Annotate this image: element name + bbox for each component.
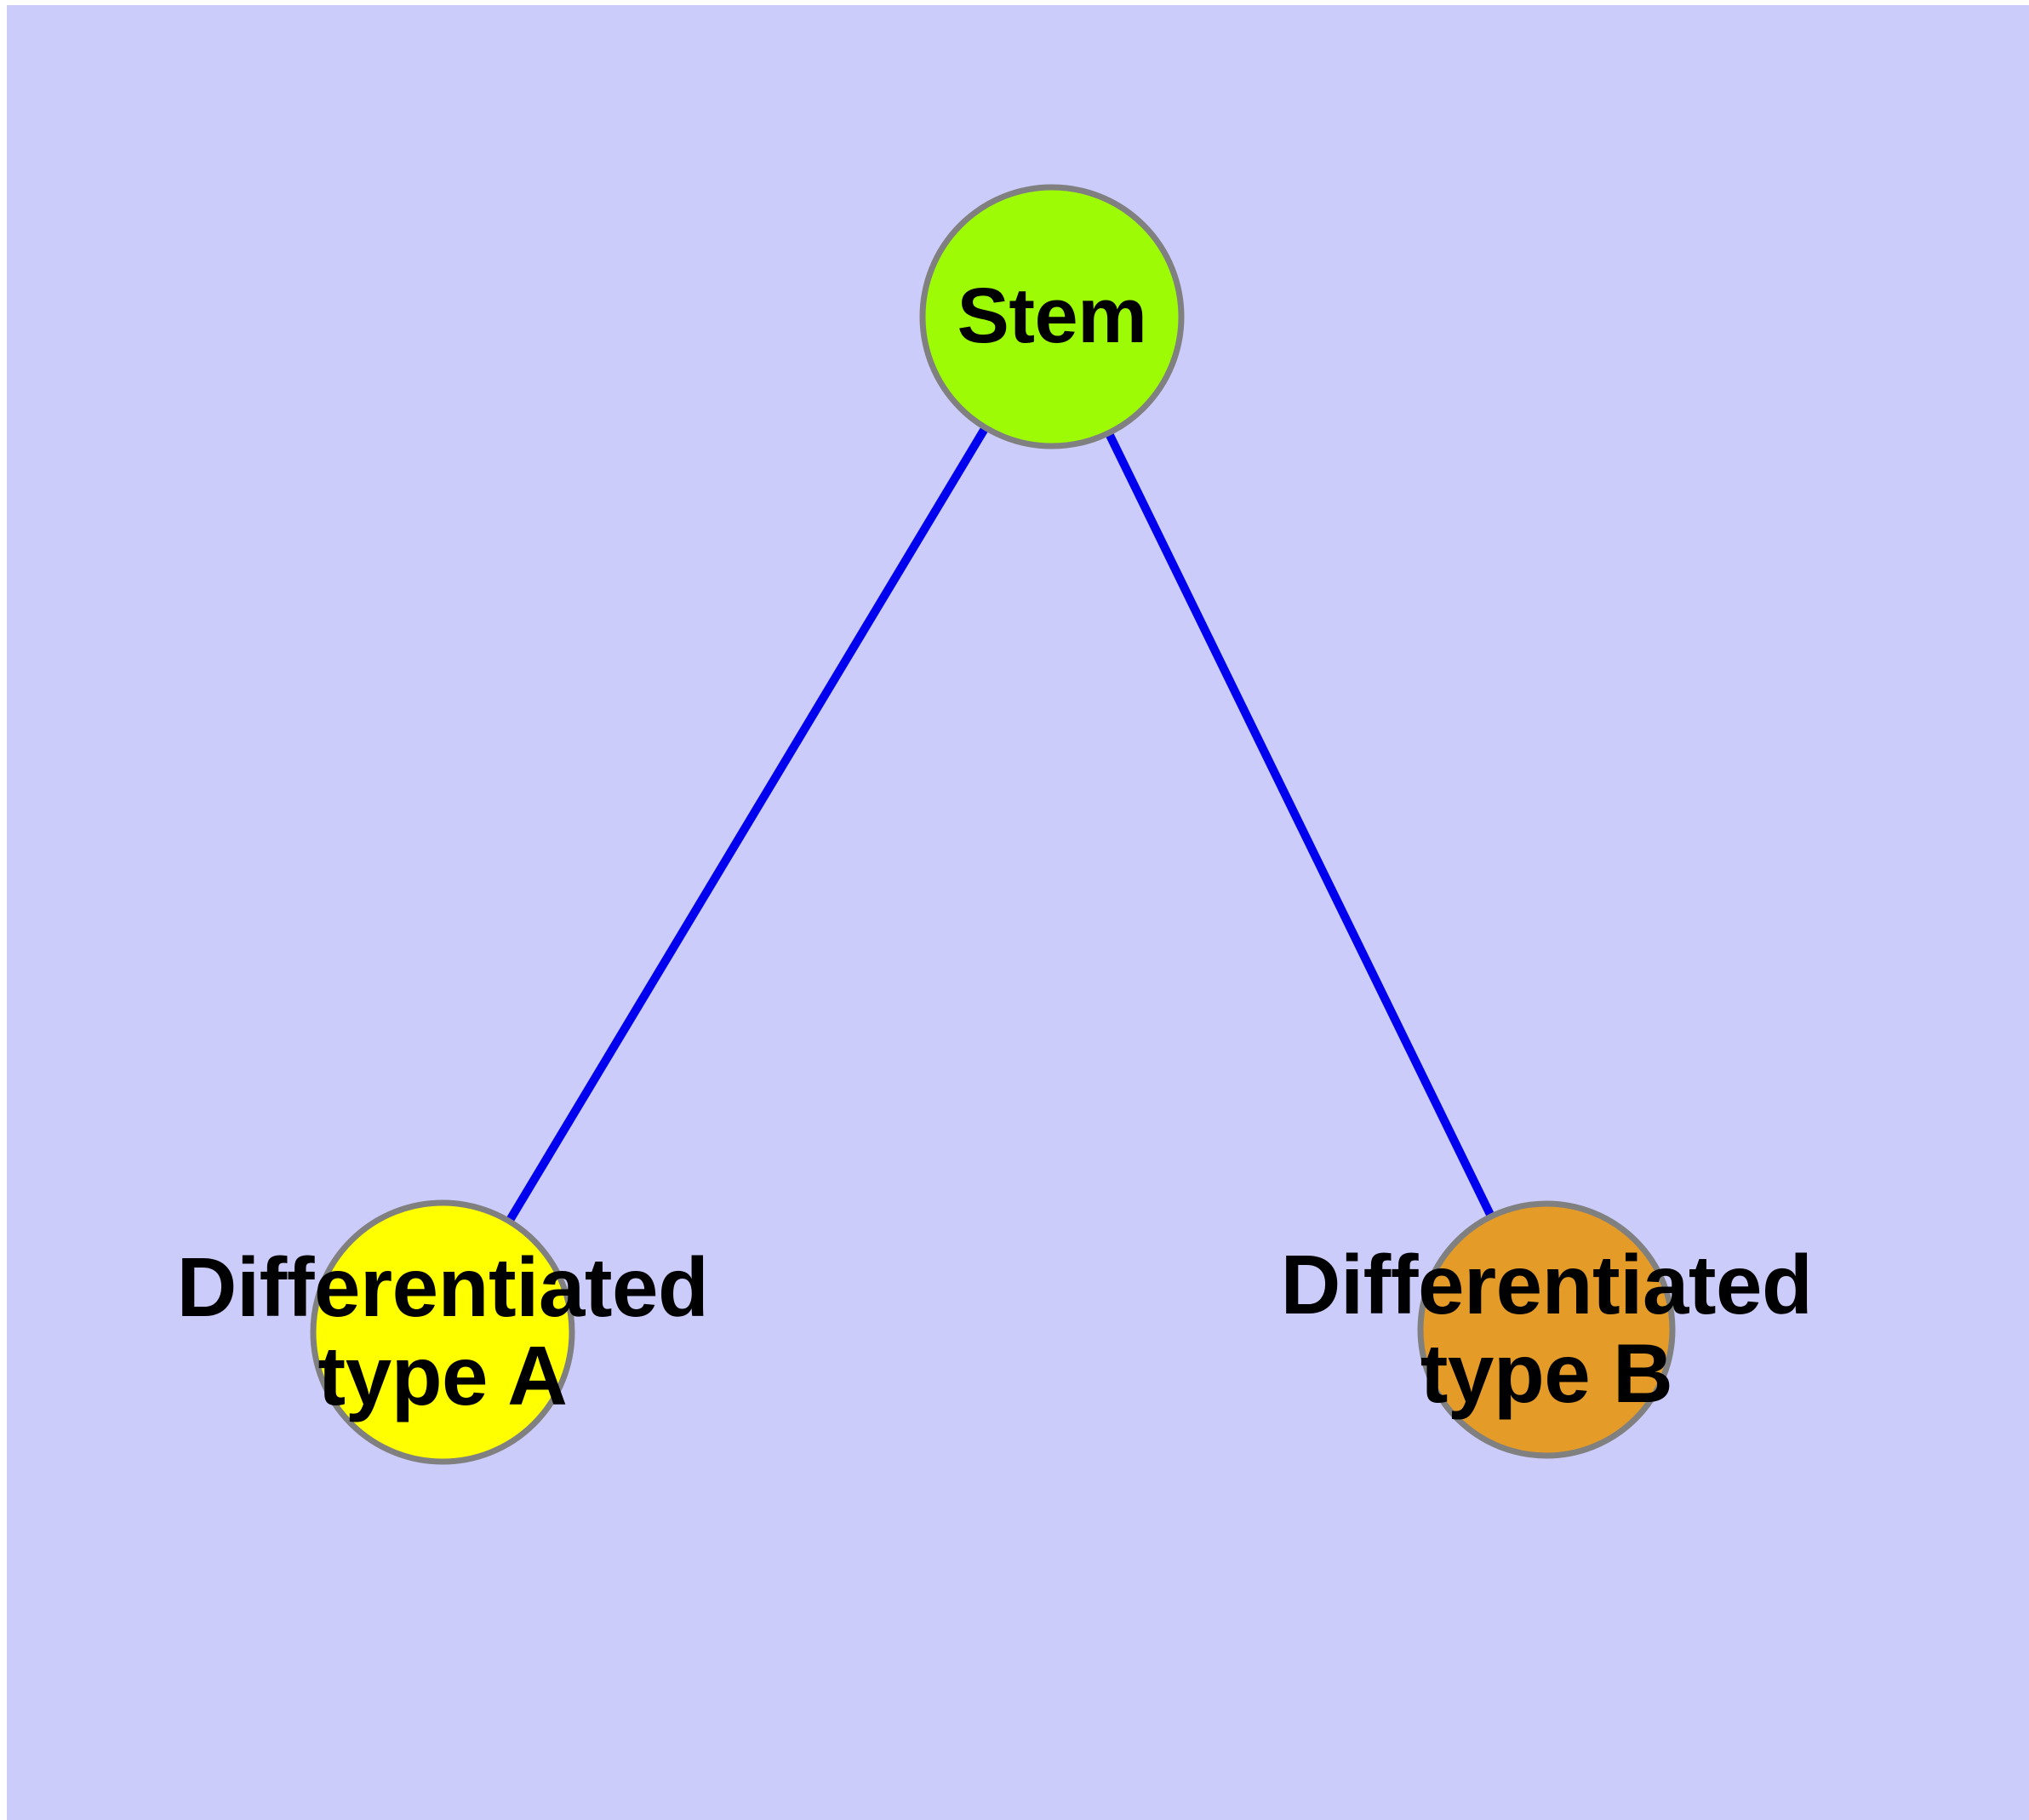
graph-node-diff-a[interactable] bbox=[310, 1199, 575, 1465]
graph-edge-stem-to-diff-a bbox=[438, 314, 1056, 1335]
graph-edge-stem-to-diff-b bbox=[1048, 314, 1551, 1332]
edge-layer bbox=[438, 314, 1551, 1335]
graph-node-diff-b[interactable] bbox=[1417, 1200, 1676, 1459]
graph-node-stem[interactable] bbox=[919, 184, 1185, 449]
node-layer bbox=[310, 184, 1676, 1465]
